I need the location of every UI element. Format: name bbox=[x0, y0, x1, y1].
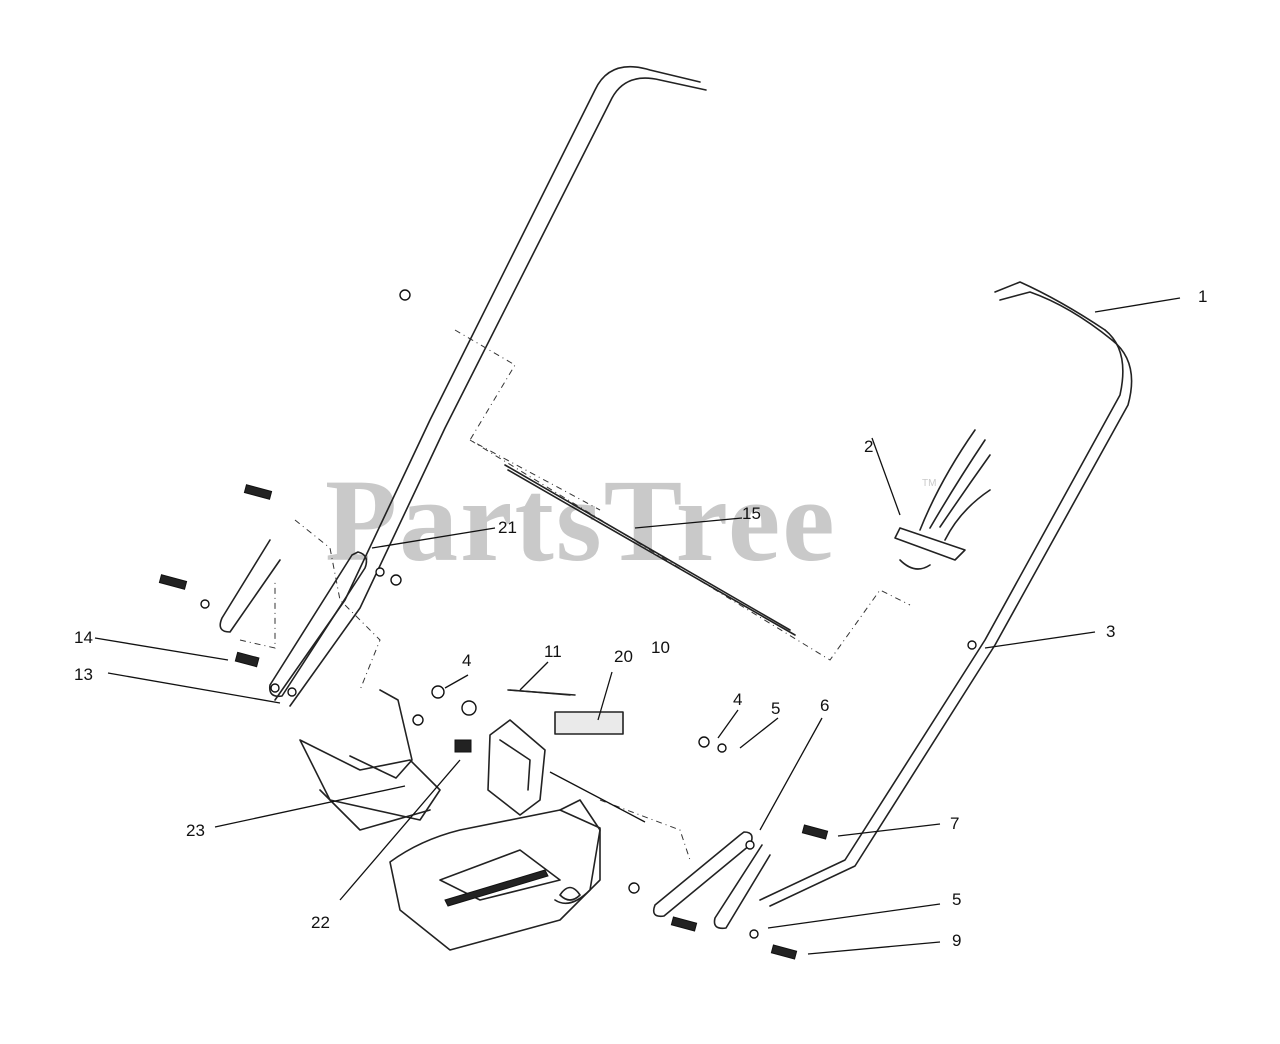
callout-13: 13 bbox=[74, 665, 93, 684]
callout-6: 6 bbox=[820, 696, 829, 715]
callout-3: 3 bbox=[1106, 622, 1115, 641]
callout-labels: 1 2 3 4 4 5 5 6 7 9 10 11 13 14 15 20 21… bbox=[74, 287, 1207, 950]
callout-14: 14 bbox=[74, 628, 93, 647]
callout-1: 1 bbox=[1198, 287, 1207, 306]
callout-4-left: 4 bbox=[462, 651, 471, 670]
right-handle-bracket bbox=[652, 831, 771, 930]
deck-housing bbox=[299, 689, 691, 951]
callout-10: 10 bbox=[651, 638, 670, 657]
callout-2: 2 bbox=[864, 437, 873, 456]
upper-handle bbox=[274, 66, 1133, 907]
callout-7: 7 bbox=[950, 814, 959, 833]
callout-5-lower: 5 bbox=[952, 890, 961, 909]
watermark-trademark: TM bbox=[922, 478, 936, 489]
control-box bbox=[487, 689, 571, 816]
callout-20: 20 bbox=[614, 647, 633, 666]
control-cable bbox=[504, 464, 796, 636]
wire-harness bbox=[894, 429, 991, 570]
callout-11: 11 bbox=[544, 642, 562, 661]
leader-lines bbox=[94, 297, 1181, 955]
callout-22: 22 bbox=[311, 913, 330, 932]
hardware bbox=[158, 289, 977, 960]
decal bbox=[554, 711, 624, 735]
left-handle-bracket bbox=[219, 519, 381, 698]
callout-5-upper: 5 bbox=[771, 699, 780, 718]
callout-15: 15 bbox=[742, 504, 761, 523]
callout-21: 21 bbox=[498, 518, 517, 537]
watermark: PartsTree bbox=[325, 455, 837, 586]
callout-4-right: 4 bbox=[733, 690, 742, 709]
clip-spring bbox=[507, 689, 576, 696]
callout-9: 9 bbox=[952, 931, 961, 950]
callout-23: 23 bbox=[186, 821, 205, 840]
